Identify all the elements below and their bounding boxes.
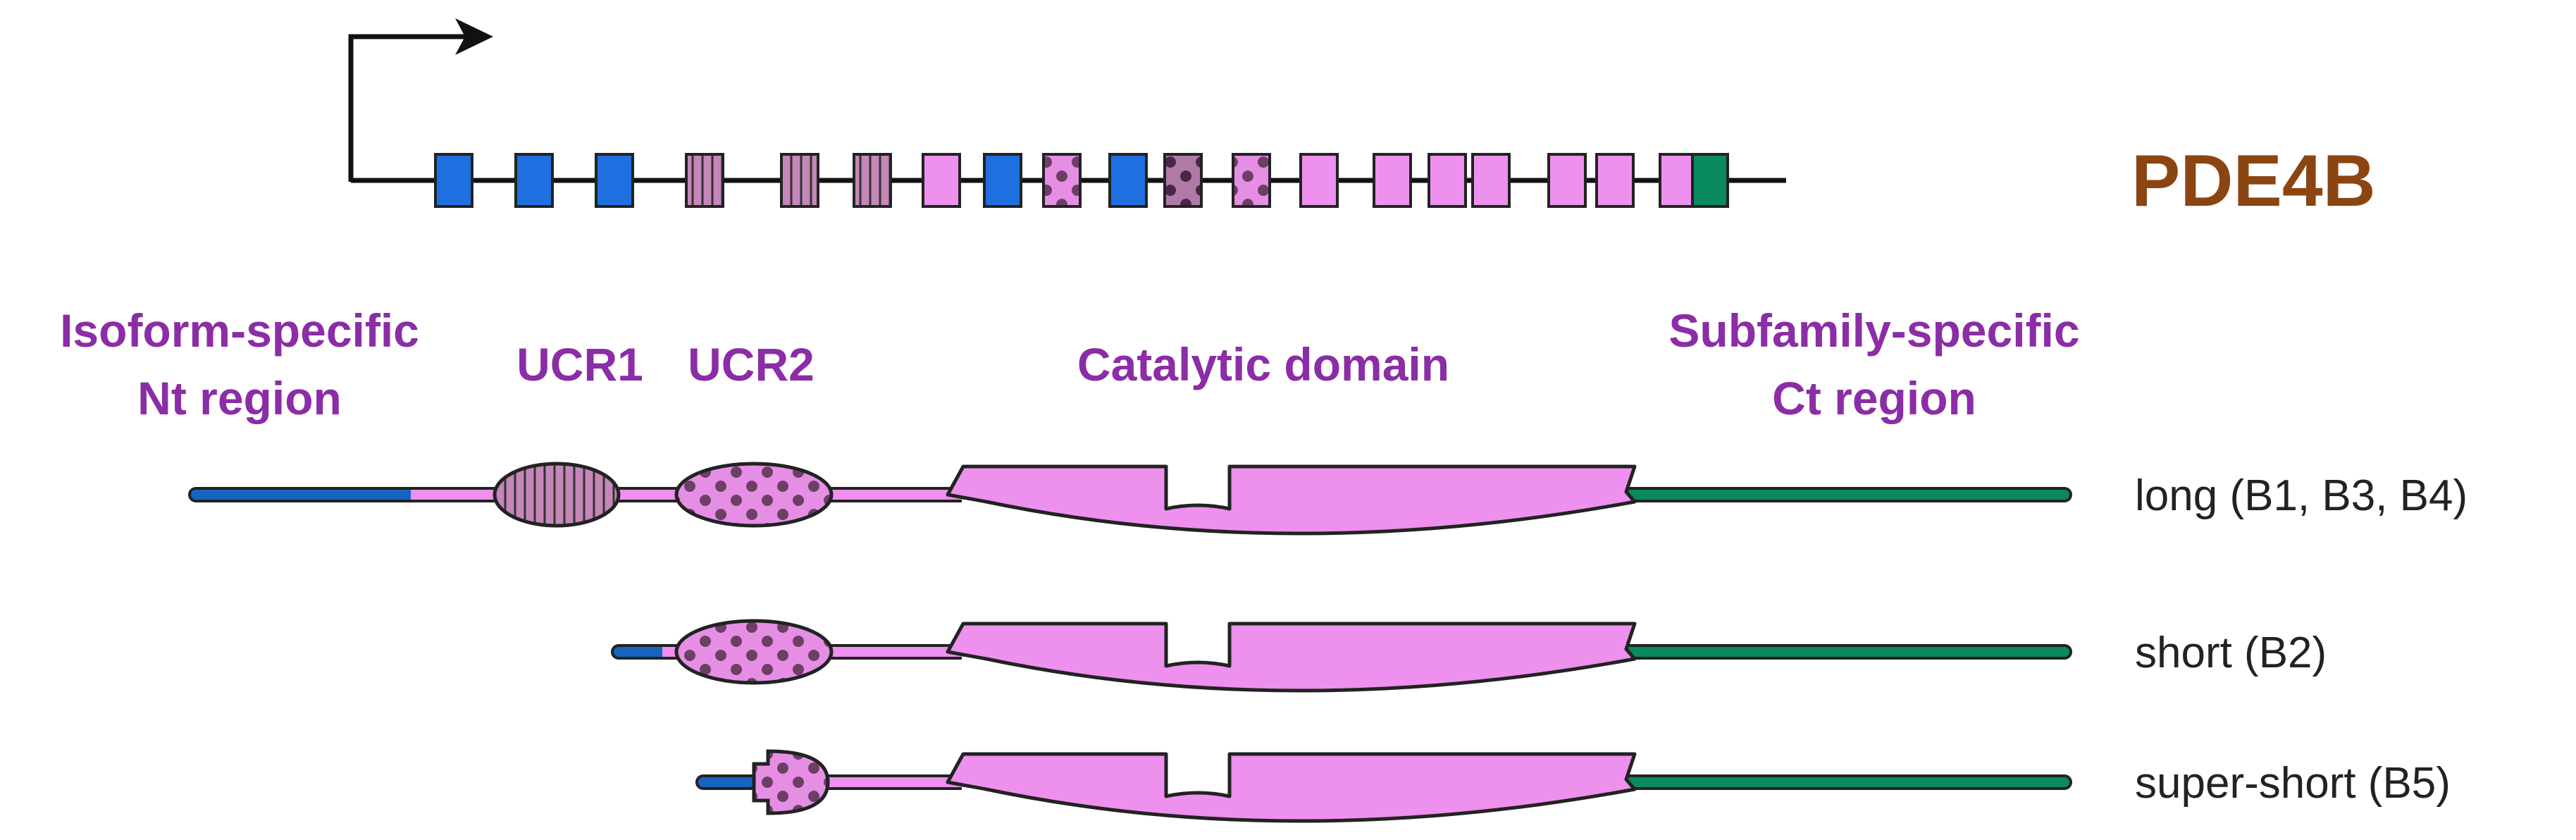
exon-8 — [983, 153, 1022, 208]
isoform-label: super-short (B5) — [2135, 759, 2451, 808]
exon-6 — [853, 153, 892, 208]
exon-3 — [595, 153, 634, 208]
catalytic-domain — [946, 622, 1637, 693]
catalytic-domain — [946, 464, 1637, 536]
isoform-1: long (B1, B3, B4) — [188, 462, 2467, 536]
nt-region-label-line2: Nt region — [137, 372, 342, 424]
exon-12 — [1232, 153, 1271, 208]
nt-region-label-line1: Isoform-specific — [60, 304, 419, 357]
ct-region-label-line2: Ct region — [1772, 372, 1976, 424]
exon-track — [434, 153, 1729, 208]
ucr1-domain — [493, 462, 621, 528]
ucr2-label: UCR2 — [688, 338, 815, 390]
isoform-track: long (B1, B3, B4) short (B2) super-short (… — [188, 462, 2467, 823]
exon-17 — [1547, 153, 1587, 208]
exon-19 — [1659, 153, 1729, 208]
exon-13 — [1299, 153, 1339, 208]
exon-2 — [514, 153, 554, 208]
exon-14 — [1373, 153, 1412, 208]
exon-9 — [1042, 153, 1082, 208]
exon-15 — [1428, 153, 1467, 208]
exon-4 — [685, 153, 724, 208]
exon-18 — [1595, 153, 1635, 208]
exon-1 — [434, 153, 473, 208]
ucr2-domain — [674, 462, 834, 528]
isoform-label: long (B1, B3, B4) — [2135, 471, 2467, 520]
ucr2-truncated-domain — [752, 749, 830, 815]
isoform-2: short (B2) — [611, 619, 2327, 693]
isoform-label: short (B2) — [2135, 629, 2327, 677]
exon-16 — [1471, 153, 1511, 208]
gene-name: PDE4B — [2131, 140, 2376, 222]
isoform-3: super-short (B5) — [695, 749, 2451, 823]
ucr2-domain — [674, 619, 834, 685]
exon-5 — [780, 153, 819, 208]
ucr1-label: UCR1 — [516, 338, 643, 390]
catalytic-domain-label: Catalytic domain — [1077, 338, 1449, 390]
transcription-start-arrow — [348, 18, 493, 182]
ct-region-label-line1: Subfamily-specific — [1668, 304, 2079, 357]
exon-7 — [922, 153, 961, 208]
catalytic-domain — [946, 752, 1637, 823]
exon-10 — [1108, 153, 1148, 208]
exon-11 — [1163, 153, 1203, 208]
